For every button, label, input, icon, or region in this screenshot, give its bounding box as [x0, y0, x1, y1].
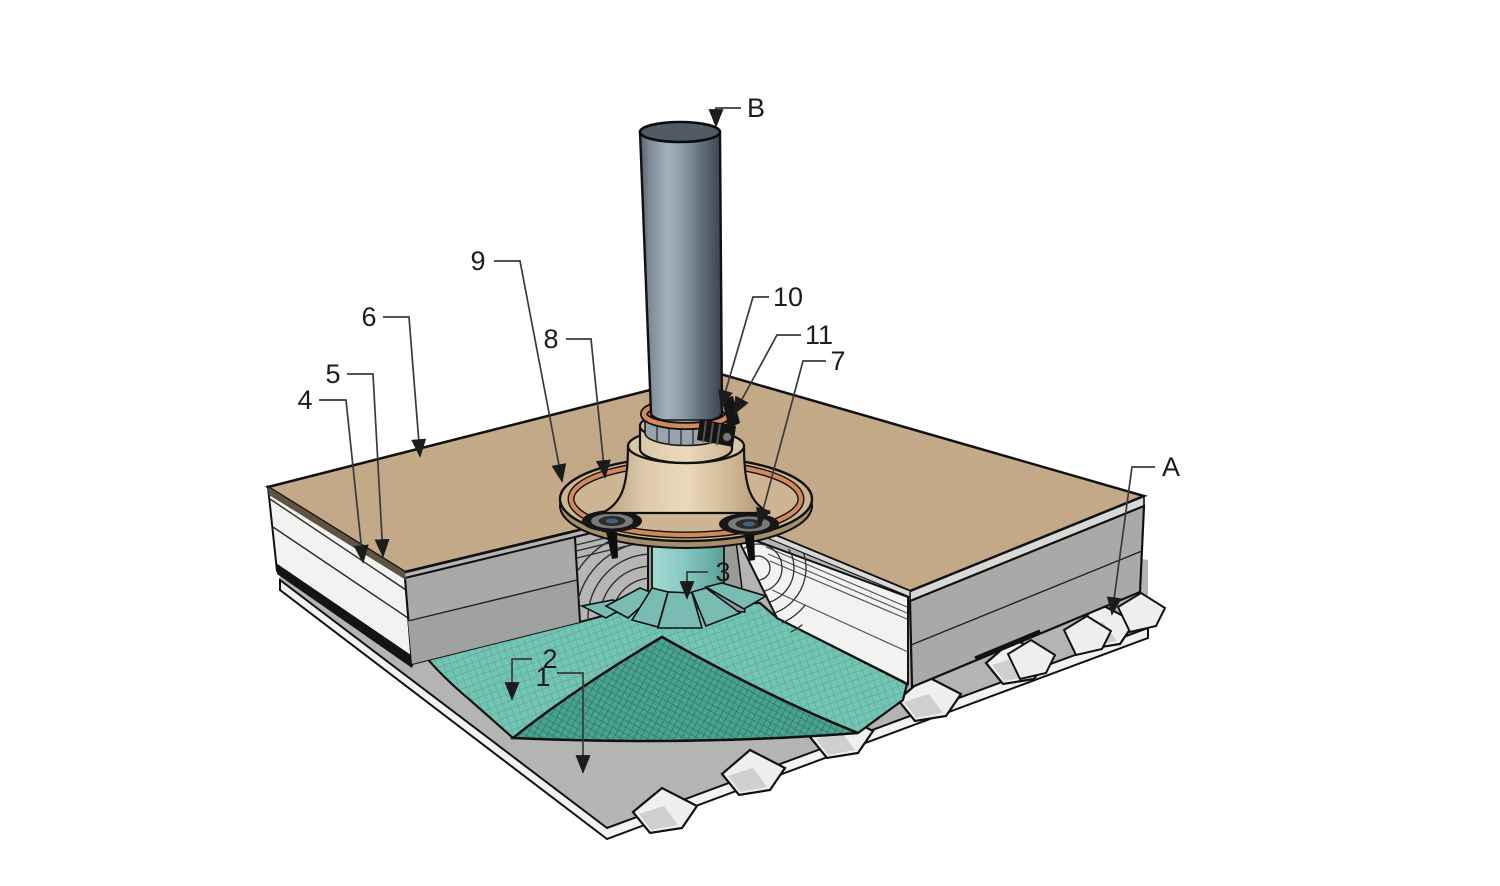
clamp-housing-ridges [702, 420, 721, 446]
pipe-body [638, 130, 724, 425]
callout-9: 9 [470, 246, 567, 483]
callout-label-11: 11 [805, 320, 833, 350]
callout-label-1: 1 [535, 662, 550, 692]
membrane-curled-underside [509, 635, 859, 743]
callout-label-10: 10 [773, 282, 803, 312]
callout-6: 6 [361, 302, 427, 458]
callout-3: 3 [679, 557, 731, 600]
callout-11: 11 [733, 320, 833, 416]
callout-7: 7 [756, 346, 846, 527]
callout-label-5: 5 [325, 359, 340, 389]
gasket-ring-front-orange [641, 413, 731, 429]
roof-top-edge-strip [268, 487, 406, 580]
callout-10: 10 [718, 282, 803, 409]
clamp-screw [721, 431, 733, 443]
insulation-layer-line [272, 526, 409, 619]
callouts: B 9 8 10 11 7 6 5 [297, 93, 1180, 774]
callout-1: 1 [535, 662, 591, 774]
boot-flaps [579, 582, 768, 629]
callout-label-2: 2 [542, 644, 557, 674]
cut-face-left-lower [408, 580, 580, 664]
callout-label-3: 3 [715, 557, 730, 587]
callout-label-7: 7 [830, 346, 845, 376]
deck-rib-row-right [1006, 591, 1167, 681]
field-membrane [418, 600, 909, 743]
callout-label-8: 8 [543, 324, 558, 354]
callout-A: A [1106, 452, 1180, 616]
membrane-boot [579, 537, 768, 629]
cut-layer-line [407, 579, 578, 622]
callout-5: 5 [325, 359, 390, 558]
slab-right-face [908, 494, 1146, 689]
pipe-top-cap [638, 120, 722, 144]
callout-label-9: 9 [470, 246, 485, 276]
notch-left-edge [404, 529, 576, 574]
callout-label-4: 4 [297, 385, 312, 415]
flange-fastener-left [582, 510, 642, 559]
pipe [638, 120, 724, 425]
insulation-layer-line [269, 498, 407, 591]
callout-4: 4 [297, 385, 369, 564]
callout-B: B [708, 93, 765, 128]
callout-label-A: A [1162, 452, 1180, 482]
deck-seam-line [974, 629, 1041, 660]
callout-2: 2 [504, 644, 558, 701]
callout-8: 8 [543, 324, 611, 479]
callout-label-B: B [747, 93, 765, 123]
slab-bottom-shadow [276, 563, 412, 668]
deck-plate-edge [279, 577, 1149, 841]
callout-label-6: 6 [361, 302, 376, 332]
